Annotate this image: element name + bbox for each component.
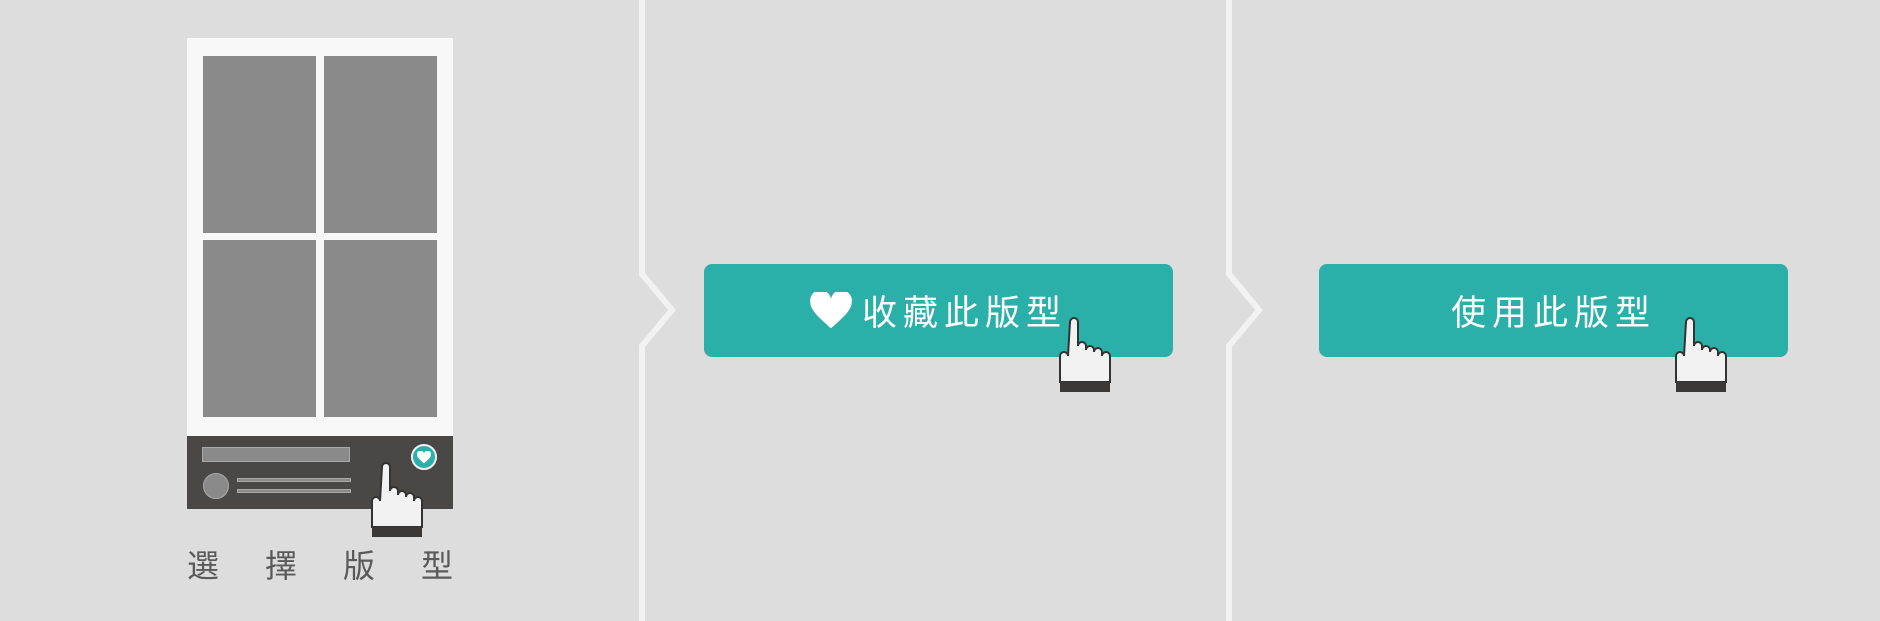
photo-slot-4	[324, 240, 437, 417]
divider-chevron-1	[639, 0, 676, 621]
label-char: 版	[342, 547, 375, 585]
label-char: 選	[187, 547, 220, 585]
hand-pointer-icon	[371, 462, 423, 537]
avatar-placeholder	[203, 473, 229, 499]
divider-chevron-2	[1226, 0, 1263, 621]
hand-pointer-icon	[1675, 317, 1727, 392]
photo-slot-3	[203, 240, 316, 417]
favorite-badge[interactable]	[411, 444, 437, 470]
title-placeholder	[202, 447, 350, 462]
text-line-placeholder	[237, 478, 351, 482]
favorite-template-button[interactable]: 收藏此版型	[704, 264, 1173, 357]
template-card[interactable]	[187, 38, 453, 509]
use-button-label: 使用此版型	[1450, 294, 1656, 334]
use-template-button[interactable]: 使用此版型	[1319, 264, 1788, 357]
photo-slot-1	[203, 56, 316, 233]
label-char: 型	[420, 547, 453, 585]
label-char: 擇	[264, 547, 297, 585]
favorite-button-label: 收藏此版型	[861, 294, 1067, 334]
heart-icon	[810, 291, 852, 328]
step-1-label: 選 擇 版 型	[187, 544, 453, 588]
heart-icon	[417, 450, 431, 463]
text-line-placeholder	[237, 489, 351, 493]
template-card-footer	[187, 436, 453, 509]
hand-pointer-icon	[1059, 317, 1111, 392]
photo-slot-2	[324, 56, 437, 233]
